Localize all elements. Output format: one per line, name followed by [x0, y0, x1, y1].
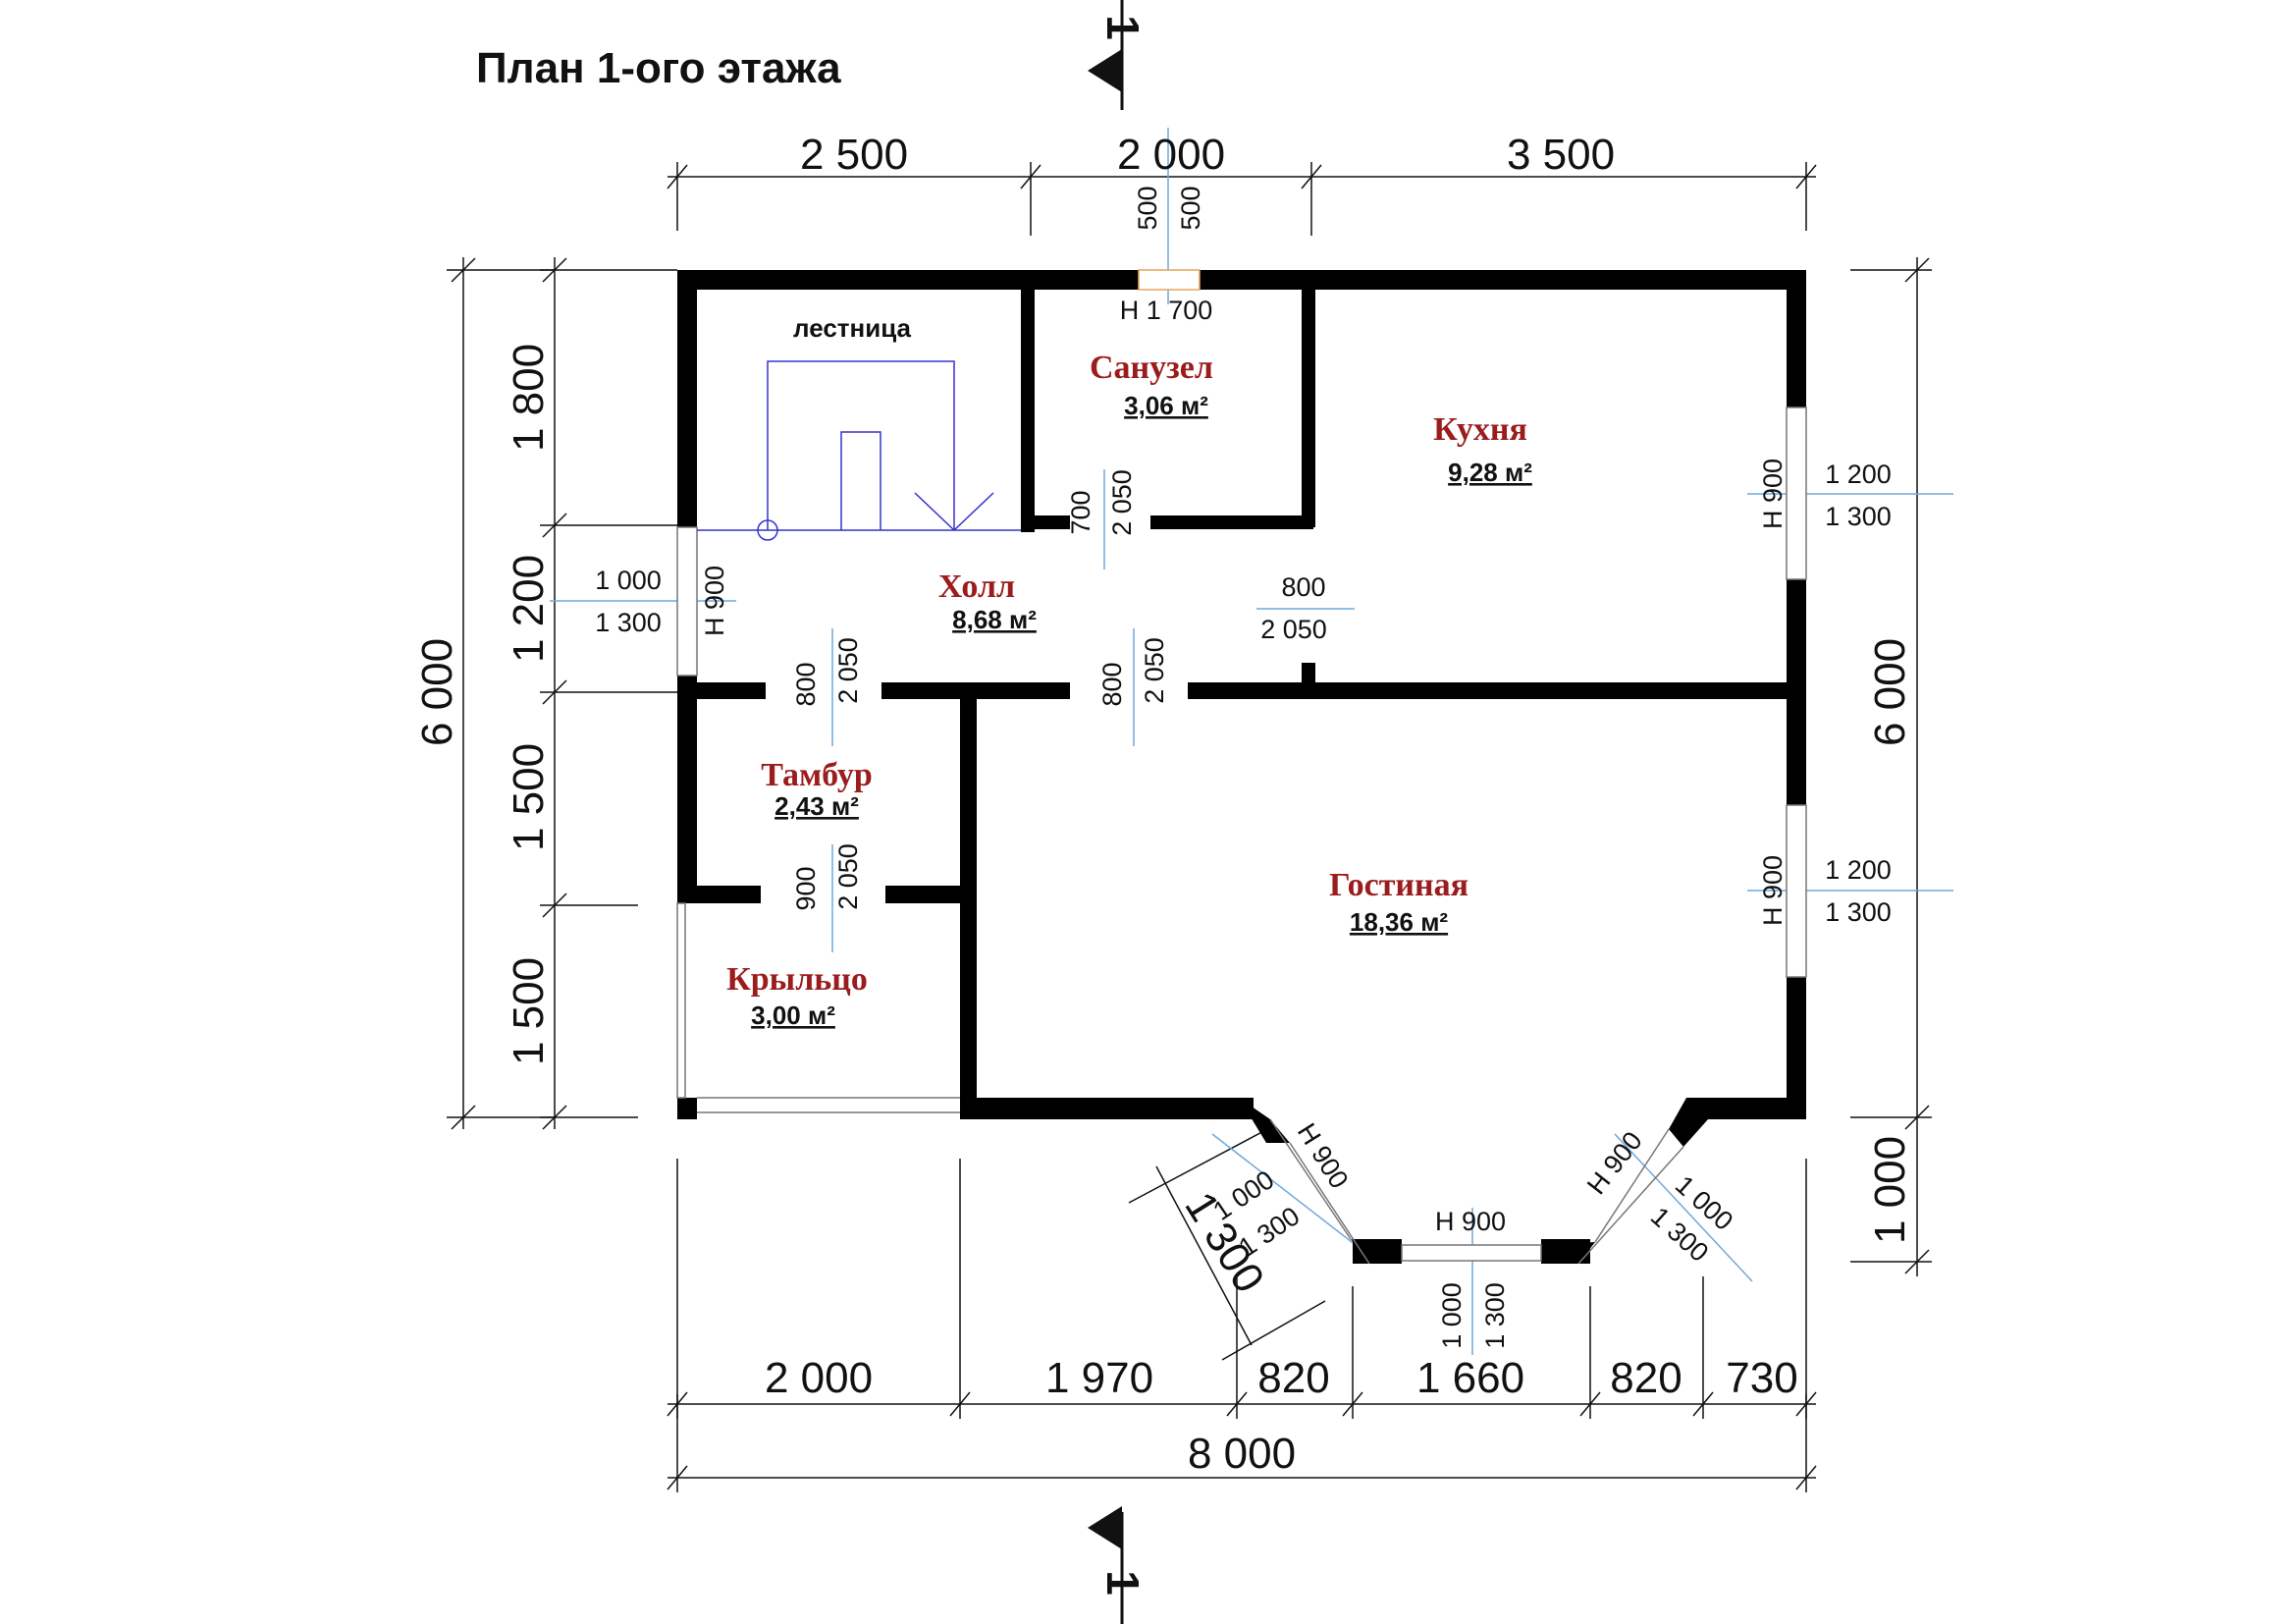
dim-left-2: 1 200 [505, 555, 553, 663]
room-name-hall: Холл [938, 568, 1015, 605]
kitchen-window-width: 1 200 [1825, 460, 1892, 489]
dims-bottom: 2 000 1 970 820 1 660 820 730 8 000 [765, 1354, 1798, 1478]
dim-bottom-2: 1 970 [1045, 1354, 1153, 1402]
kitchen-window-height: 1 300 [1825, 502, 1892, 531]
dim-top-3: 3 500 [1507, 131, 1615, 179]
kitchen-door-height: 2 050 [1260, 615, 1327, 644]
room-area-tambur: 2,43 м² [774, 791, 859, 821]
dims-left: 1 800 1 200 1 500 1 500 6 000 [413, 344, 553, 1065]
room-name-bathroom: Санузел [1090, 350, 1213, 386]
dim-left-1: 1 800 [505, 344, 553, 452]
dim-bottom-6: 730 [1726, 1354, 1797, 1402]
room-area-hall: 8,68 м² [952, 605, 1037, 634]
dim-bottom-5: 820 [1610, 1354, 1682, 1402]
porch-door-height: 2 050 [833, 843, 863, 910]
dims-top: 2 500 2 000 3 500 [800, 131, 1615, 179]
room-name-living: Гостиная [1329, 867, 1468, 903]
dimension-lines [447, 162, 1932, 1492]
room-area-kitchen: 9,28 м² [1448, 458, 1532, 487]
room-area-living: 18,36 м² [1350, 907, 1449, 937]
living-door-width: 800 [1097, 662, 1127, 706]
section-mark-bottom: 1 [1088, 1506, 1148, 1624]
bay-mid-height: 1 300 [1480, 1282, 1510, 1349]
plan-title: План 1-ого этажа [476, 44, 841, 92]
top-window-offset-2: 500 [1176, 186, 1205, 230]
kitchen-door-width: 800 [1281, 572, 1325, 602]
room-area-porch: 3,00 м² [751, 1001, 835, 1030]
dim-bottom-3: 820 [1257, 1354, 1329, 1402]
opening-axes [550, 128, 1953, 1355]
hall-window-width: 1 000 [595, 566, 662, 595]
dim-total-width: 8 000 [1188, 1430, 1296, 1478]
dim-top-1: 2 500 [800, 131, 908, 179]
window-frames [676, 269, 1807, 1262]
porch-door-width: 900 [791, 866, 821, 910]
bay-mid-sill: Н 900 [1435, 1207, 1506, 1236]
living-window-width: 1 200 [1825, 855, 1892, 885]
room-labels: Санузел 3,06 м² Кухня 9,28 м² Холл 8,68 … [726, 350, 1532, 1030]
stair-label: лестница [793, 313, 911, 343]
section-mark-top-label: 1 [1097, 15, 1148, 40]
dim-bottom-4: 1 660 [1416, 1354, 1524, 1402]
room-area-bathroom: 3,06 м² [1124, 391, 1208, 420]
bath-door-height: 2 050 [1107, 469, 1137, 536]
kitchen-window-sill: Н 900 [1758, 459, 1788, 529]
room-name-porch: Крыльцо [726, 961, 868, 998]
dim-right-total: 6 000 [1866, 638, 1914, 746]
staircase [697, 360, 1021, 541]
dim-top-2: 2 000 [1117, 131, 1225, 179]
room-name-tambur: Тамбур [761, 757, 873, 793]
living-window-height: 1 300 [1825, 897, 1892, 927]
top-window-offset-1: 500 [1133, 186, 1162, 230]
dim-left-3: 1 500 [505, 743, 553, 851]
bay-mid-width: 1 000 [1437, 1282, 1467, 1349]
dim-bottom-1: 2 000 [765, 1354, 873, 1402]
bay-left-sill: Н 900 [1292, 1118, 1355, 1194]
walls [677, 270, 1806, 1264]
bay-right-sill: Н 900 [1581, 1126, 1648, 1200]
section-mark-top: 1 [1088, 0, 1148, 110]
bath-door-width: 700 [1066, 490, 1095, 534]
top-window-sill: Н 1 700 [1120, 296, 1213, 325]
hall-window-sill: Н 900 [700, 566, 729, 636]
tambur-door-height: 2 050 [833, 637, 863, 704]
dim-left-total: 6 000 [413, 638, 461, 746]
section-mark-bottom-label: 1 [1097, 1570, 1148, 1596]
dim-porch-depth: 1 000 [1866, 1136, 1914, 1244]
hall-window-height: 1 300 [595, 608, 662, 637]
dim-left-4: 1 500 [505, 957, 553, 1065]
tambur-door-width: 800 [791, 662, 821, 706]
living-door-height: 2 050 [1140, 637, 1169, 704]
living-window-sill: Н 900 [1758, 855, 1788, 926]
room-name-kitchen: Кухня [1433, 411, 1527, 448]
